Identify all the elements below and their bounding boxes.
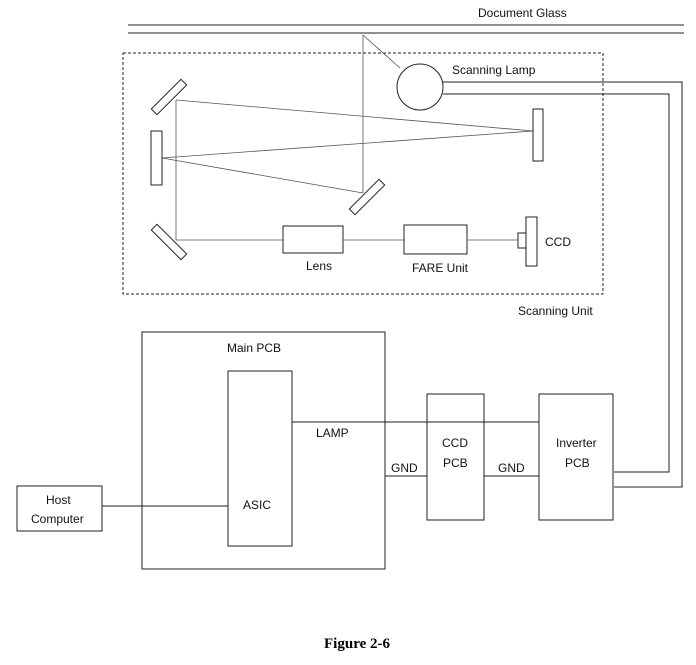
mirror-1 — [150, 78, 188, 116]
ccd-pcb-label-1: CCD — [442, 436, 468, 450]
mirror-4 — [348, 178, 386, 216]
gnd-label-right: GND — [498, 461, 525, 475]
asic-label: ASIC — [243, 498, 271, 512]
fare-unit-label: FARE Unit — [412, 261, 469, 275]
lamp-signal-label: LAMP — [316, 426, 349, 440]
scanning-lamp — [396, 63, 444, 111]
ccd-pcb — [426, 393, 485, 521]
document-glass-label: Document Glass — [478, 6, 567, 20]
mirrors — [150, 78, 544, 261]
figure-caption: Figure 2-6 — [324, 636, 390, 652]
mirror-2 — [150, 130, 163, 186]
inverter-pcb — [538, 393, 614, 521]
lens-label: Lens — [306, 259, 332, 273]
lens — [282, 225, 344, 254]
reflector — [532, 108, 544, 162]
asic — [227, 370, 293, 547]
host-computer-label-2: Computer — [31, 512, 84, 526]
host-computer — [16, 485, 103, 532]
host-computer-label-1: Host — [46, 493, 71, 507]
inverter-pcb-label-1: Inverter — [556, 436, 597, 450]
scanning-unit-label: Scanning Unit — [518, 304, 593, 318]
mirror-3 — [150, 223, 188, 261]
inverter-pcb-label-2: PCB — [565, 456, 590, 470]
document-glass: Document Glass — [128, 6, 684, 34]
ccd-pcb-label-2: PCB — [443, 456, 468, 470]
scanning-lamp-label: Scanning Lamp — [452, 63, 536, 77]
main-pcb-label: Main PCB — [227, 341, 281, 355]
optical-path — [161, 34, 534, 241]
connections — [102, 421, 539, 507]
lamp-cable — [443, 81, 683, 488]
ccd-label: CCD — [545, 235, 571, 249]
ccd-sensor — [517, 216, 538, 267]
fare-unit — [403, 224, 468, 255]
gnd-label-left: GND — [391, 461, 418, 475]
